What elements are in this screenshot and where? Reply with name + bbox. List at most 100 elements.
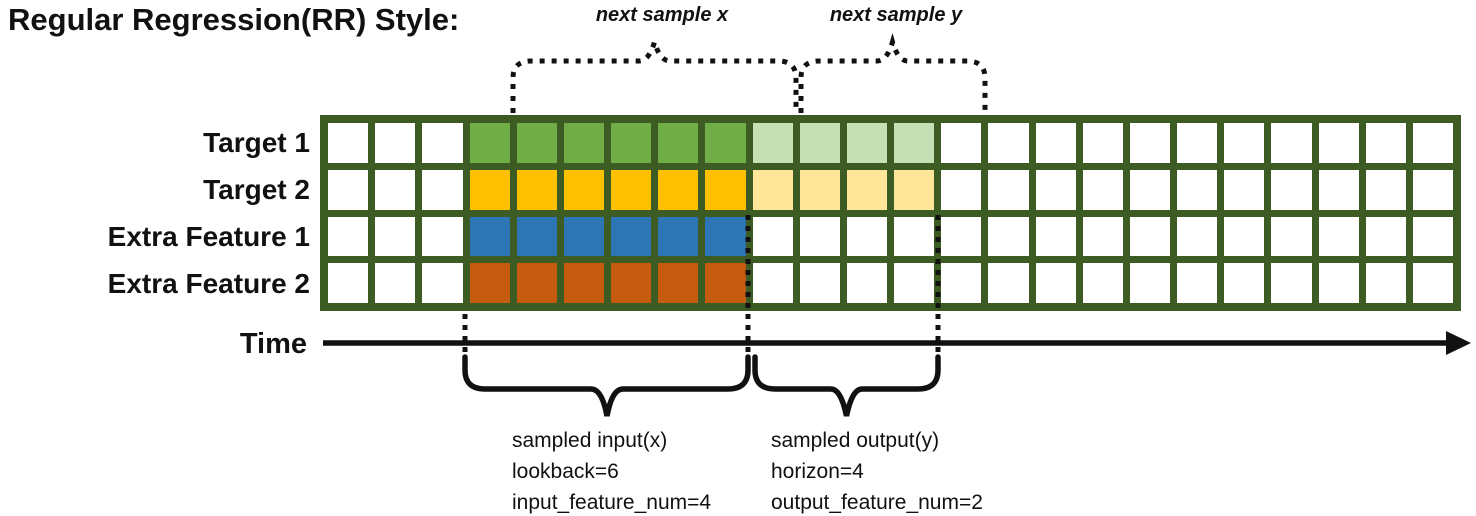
grid-cell	[1035, 169, 1076, 210]
next-sample-y-label: next sample y	[829, 4, 963, 26]
grid-cell	[1412, 169, 1453, 210]
grid-cell	[941, 263, 982, 303]
grid-cell	[1129, 123, 1170, 163]
grid-cell	[705, 263, 746, 303]
grid-cell	[1224, 169, 1265, 210]
grid-cell	[846, 169, 887, 210]
grid-cell	[894, 169, 935, 210]
grid-cell	[799, 169, 840, 210]
grid-cell	[422, 123, 463, 163]
page-title: Regular Regression(RR) Style:	[8, 2, 460, 37]
grid-cell	[469, 263, 510, 303]
grid-cell	[1082, 169, 1123, 210]
lookback-line: lookback=6	[512, 460, 619, 483]
grid-cell	[988, 263, 1029, 303]
grid-cell	[611, 123, 652, 163]
grid-cell	[705, 216, 746, 257]
grid-cell	[1365, 123, 1406, 163]
grid-cell	[1177, 123, 1218, 163]
grid-cell	[988, 123, 1029, 163]
input-feature-num-line: input_feature_num=4	[512, 491, 712, 514]
grid-cell	[375, 263, 416, 303]
grid-cell	[1271, 169, 1312, 210]
grid-cell	[1177, 216, 1218, 257]
grid-cell	[658, 216, 699, 257]
sampled-input-line: sampled input(x)	[512, 429, 668, 452]
grid-cell	[799, 123, 840, 163]
horizon-line: horizon=4	[771, 460, 864, 483]
grid-cell	[422, 263, 463, 303]
grid-cell	[563, 263, 604, 303]
grid-cell	[988, 216, 1029, 257]
grid-cell	[469, 216, 510, 257]
row-label-target-1: Target 1	[203, 127, 310, 158]
grid-cell	[941, 169, 982, 210]
grid-cell	[611, 216, 652, 257]
grid-cell	[941, 123, 982, 163]
grid-cell	[328, 263, 369, 303]
grid-cell	[563, 123, 604, 163]
grid-cell	[1177, 263, 1218, 303]
grid-cell	[611, 169, 652, 210]
grid-cell	[1271, 216, 1312, 257]
grid-cell	[469, 123, 510, 163]
sampled-input-brace	[462, 354, 751, 417]
grid-cell	[328, 169, 369, 210]
output-feature-num-line: output_feature_num=2	[771, 491, 983, 514]
grid-cell	[516, 263, 557, 303]
grid-cell	[375, 216, 416, 257]
grid-cell	[1271, 263, 1312, 303]
next-sample-x-brace	[510, 33, 799, 113]
grid-cell	[469, 169, 510, 210]
sample-grid	[320, 115, 1461, 311]
row-label-target-2: Target 2	[203, 174, 310, 205]
grid-cell	[1318, 169, 1359, 210]
grid-cell	[846, 123, 887, 163]
grid-cell	[1224, 216, 1265, 257]
grid-cell	[422, 216, 463, 257]
grid-cell	[516, 123, 557, 163]
next-sample-x-label: next sample x	[595, 4, 729, 26]
grid-cell	[752, 123, 793, 163]
grid-cell	[1365, 216, 1406, 257]
grid-cell	[846, 263, 887, 303]
sampled-input-annotation: sampled input(x) lookback=6 input_featur…	[512, 425, 711, 516]
grid-cell	[1035, 123, 1076, 163]
grid-cell	[1318, 216, 1359, 257]
grid-cell	[1082, 263, 1123, 303]
grid-cell	[1318, 263, 1359, 303]
grid-cell	[1082, 216, 1123, 257]
grid-cell	[941, 216, 982, 257]
grid-cell	[752, 169, 793, 210]
grid-cell	[799, 216, 840, 257]
grid-cell	[1177, 169, 1218, 210]
grid-cell	[1129, 169, 1170, 210]
grid-cell	[1224, 123, 1265, 163]
time-axis-label: Time	[239, 328, 307, 360]
grid-cell	[1035, 263, 1076, 303]
grid-cell	[658, 263, 699, 303]
grid-cell	[611, 263, 652, 303]
grid-cell	[658, 169, 699, 210]
grid-cell	[894, 263, 935, 303]
grid-cell	[1224, 263, 1265, 303]
sampled-output-annotation: sampled output(y) horizon=4 output_featu…	[771, 425, 983, 516]
grid-cell	[375, 123, 416, 163]
grid-cell	[328, 123, 369, 163]
grid-cell	[1129, 263, 1170, 303]
grid-cell	[799, 263, 840, 303]
grid-cell	[705, 123, 746, 163]
grid-cell	[422, 169, 463, 210]
grid-cell	[846, 216, 887, 257]
grid-cell	[563, 216, 604, 257]
grid-cell	[1365, 263, 1406, 303]
grid-cell	[1412, 216, 1453, 257]
grid-cell	[328, 216, 369, 257]
row-label-extra-feature-1: Extra Feature 1	[107, 221, 310, 252]
grid-cell	[988, 169, 1029, 210]
grid-cell	[1365, 169, 1406, 210]
grid-cell	[1035, 216, 1076, 257]
next-sample-y-brace	[798, 33, 988, 113]
row-label-extra-feature-2: Extra Feature 2	[107, 268, 310, 299]
